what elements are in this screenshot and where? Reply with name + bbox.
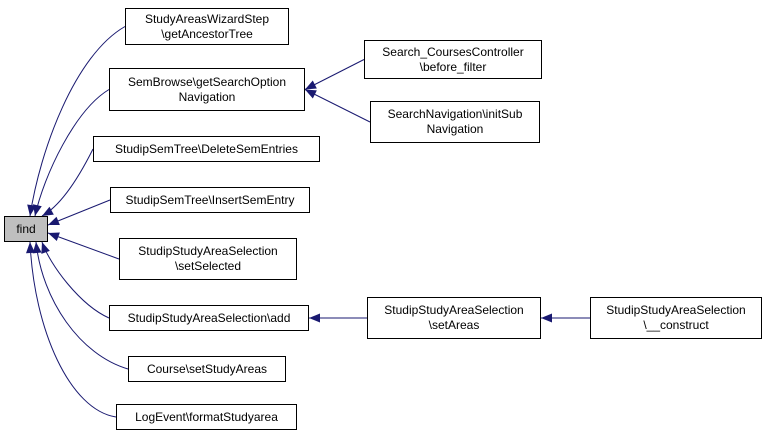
node-sembrowse-get-search-option-navigation[interactable]: SemBrowse\getSearchOption Navigation [109, 68, 305, 111]
edge-delete_sem-to-find [41, 148, 94, 217]
node-log-event-format-studyarea[interactable]: LogEvent\formatStudyarea [116, 404, 297, 430]
edge-search_courses-to-sembrowse [304, 59, 365, 90]
edge-sembrowse-to-find [32, 89, 110, 217]
node-course-set-study-areas[interactable]: Course\setStudyAreas [128, 356, 286, 382]
edge-log_event-to-find [26, 241, 117, 418]
node-find: find [4, 216, 48, 242]
edge-course_set-to-find [32, 241, 129, 370]
edge-add-to-find [41, 241, 110, 319]
node-study-area-selection-add[interactable]: StudipStudyAreaSelection\add [109, 305, 309, 331]
node-set-selected[interactable]: StudipStudyAreaSelection \setSelected [119, 238, 297, 280]
edge-set_areas-to-add [309, 313, 367, 323]
edge-construct-to-set_areas [541, 313, 590, 323]
node-search-navigation-init-sub-navigation[interactable]: SearchNavigation\initSub Navigation [370, 101, 540, 143]
node-search-courses-before-filter[interactable]: Search_CoursesController \before_filter [364, 40, 542, 79]
node-wizard-get-ancestor-tree[interactable]: StudyAreasWizardStep \getAncestorTree [125, 8, 289, 45]
node-delete-sem-entries[interactable]: StudipSemTree\DeleteSemEntries [93, 136, 320, 162]
edge-set_selected-to-find [47, 232, 120, 260]
node-set-areas[interactable]: StudipStudyAreaSelection \setAreas [367, 297, 541, 339]
edge-search_nav-to-sembrowse [304, 89, 371, 123]
node-construct[interactable]: StudipStudyAreaSelection \__construct [590, 297, 762, 339]
node-insert-sem-entry[interactable]: StudipSemTree\InsertSemEntry [110, 187, 310, 213]
edge-insert_sem-to-find [47, 199, 111, 226]
